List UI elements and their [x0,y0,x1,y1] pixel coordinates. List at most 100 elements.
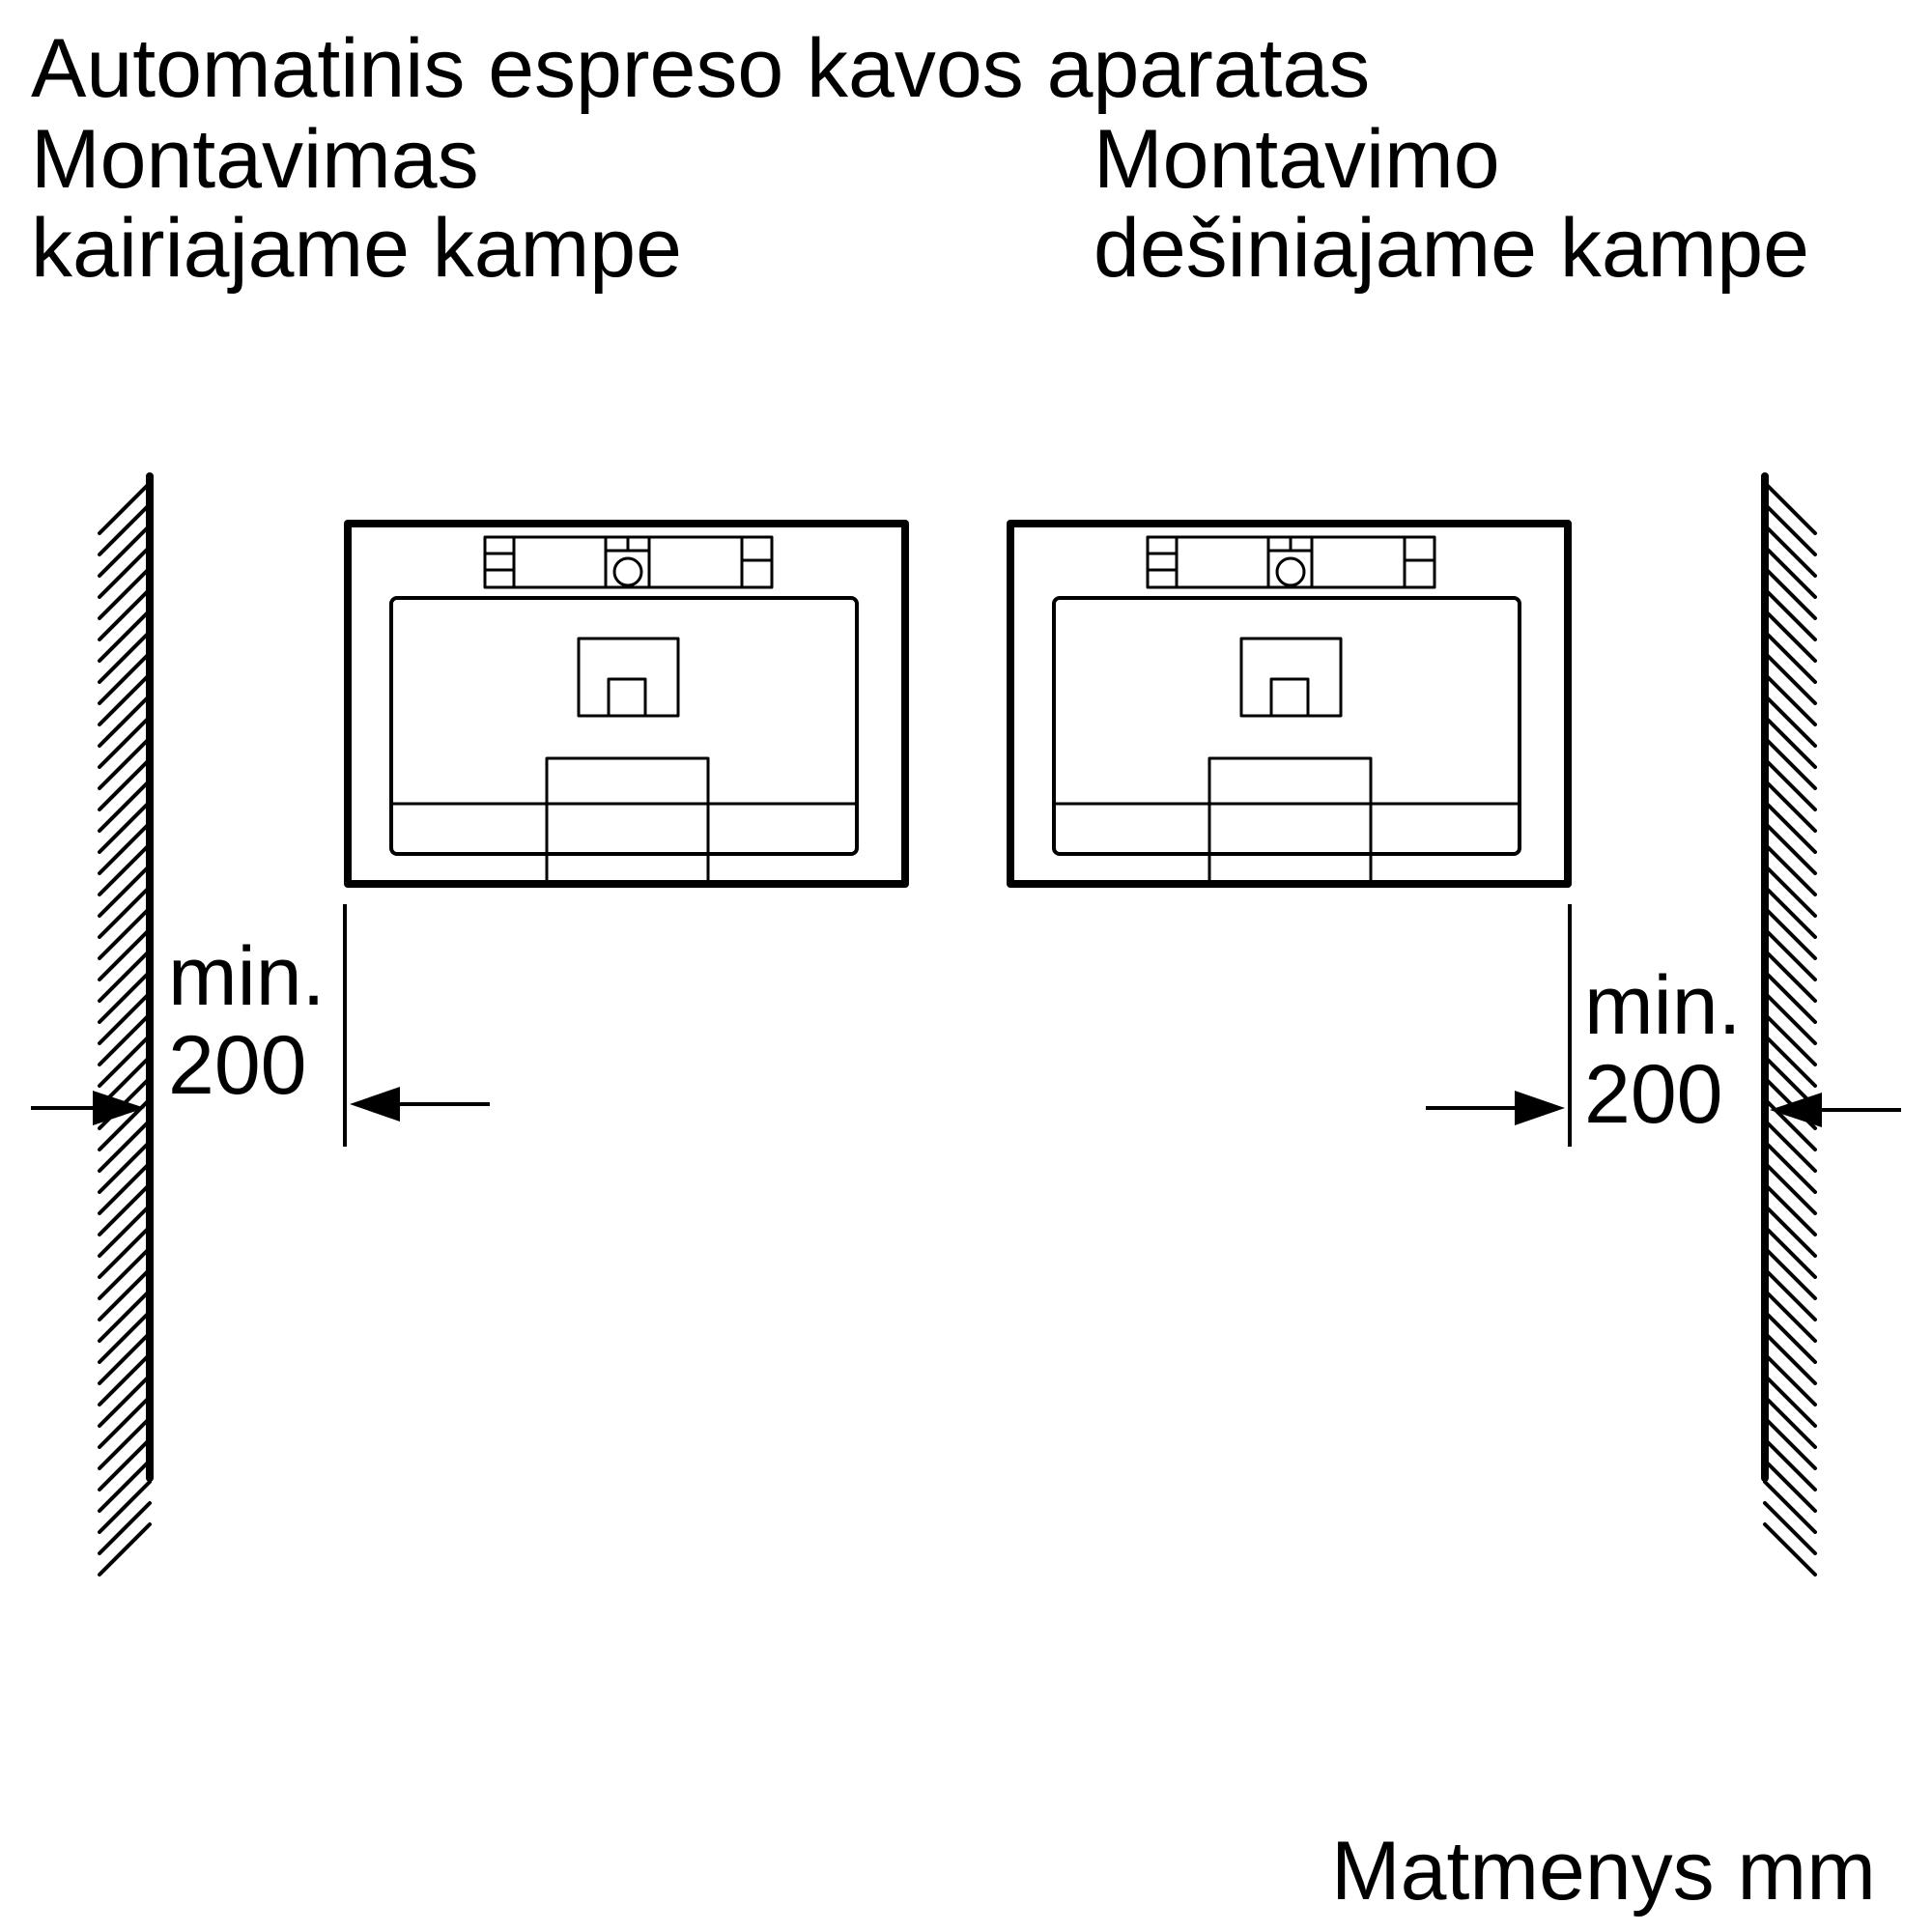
hatch-stroke [1763,481,1817,535]
right-caption-line1: Montavimo [1094,113,1500,206]
hatch-stroke [1763,1331,1817,1385]
hatch-stroke [1763,1374,1817,1428]
hatch-stroke [98,1331,152,1385]
hatch-stroke [98,1225,152,1279]
left-wall [98,472,154,1577]
hatch-stroke [98,991,152,1045]
hatch-stroke [98,906,152,960]
hatch-stroke [98,630,152,684]
right-caption-line2: dešiniajame kampe [1094,202,1809,295]
hatch-stroke [98,502,152,556]
left-appliance-arrowhead [350,1087,400,1122]
hatch-stroke [1763,1204,1817,1258]
hatch-stroke [1763,864,1817,918]
hatch-stroke [98,779,152,833]
hatch-stroke [1763,715,1817,769]
hatch-stroke [1763,1097,1817,1151]
hatch-stroke [98,651,152,705]
right-dimension-lines [1426,904,1901,1147]
hatch-stroke [98,821,152,875]
hatch-stroke [98,1416,152,1470]
units-note: Matmenys mm [1331,1825,1876,1918]
hatch-stroke [98,481,152,535]
hatch-stroke [1763,927,1817,981]
hatch-stroke [1763,524,1817,578]
hatch-stroke [1763,970,1817,1024]
hatch-stroke [98,736,152,790]
hatch-stroke [1763,587,1817,641]
hatch-stroke [98,1182,152,1236]
hatch-stroke [1763,1182,1817,1236]
hatch-stroke [98,1501,152,1555]
hatch-stroke [1763,1395,1817,1449]
hatch-stroke [98,1161,152,1215]
hatch-stroke [1763,502,1817,556]
hatch-stroke [98,1289,152,1343]
hatch-stroke [98,970,152,1024]
hatch-stroke [98,694,152,748]
hatch-stroke [1763,906,1817,960]
hatch-stroke [98,1437,152,1492]
right-wall [1761,472,1817,1577]
hatch-stroke [1763,842,1817,896]
hatch-stroke [1763,672,1817,726]
left-appliance [344,520,909,888]
right-dimension-prefix: min. [1584,959,1742,1052]
hatch-stroke [1763,1459,1817,1513]
hatch-stroke [1763,885,1817,939]
hatch-stroke [1763,736,1817,790]
left-wall-hatching [98,481,152,1577]
left-dimension-lines [31,904,490,1147]
left-wall-arrowhead [93,1091,145,1125]
hatch-stroke [1763,651,1817,705]
hatch-stroke [98,1480,152,1534]
hatch-stroke [98,864,152,918]
hatch-stroke [1763,757,1817,811]
hatch-stroke [1763,779,1817,833]
hatch-stroke [98,1034,152,1088]
hatch-stroke [98,842,152,896]
hatch-stroke [1763,800,1817,854]
hatch-stroke [1763,630,1817,684]
hatch-stroke [98,1119,152,1173]
hatch-stroke [98,1522,152,1577]
hatch-stroke [98,757,152,811]
hatch-stroke [1763,949,1817,1003]
hatch-stroke [1763,1310,1817,1364]
left-caption-line1: Montavimas [31,113,479,206]
hatch-stroke [1763,609,1817,663]
hatch-stroke [98,885,152,939]
hatch-stroke [98,1310,152,1364]
hatch-stroke [1763,1437,1817,1492]
hatch-stroke [98,1352,152,1406]
hatch-stroke [1763,991,1817,1045]
right-wall-arrowhead [1770,1093,1822,1127]
hatch-stroke [1763,694,1817,748]
hatch-stroke [98,609,152,663]
hatch-stroke [1763,1480,1817,1534]
hatch-stroke [1763,1034,1817,1088]
hatch-stroke [1763,1119,1817,1173]
hatch-stroke [98,524,152,578]
hatch-stroke [98,927,152,981]
hatch-stroke [1763,545,1817,599]
right-dimension-value: 200 [1584,1048,1723,1141]
right-appliance [1007,520,1572,888]
hatch-stroke [98,1246,152,1300]
hatch-stroke [1763,1289,1817,1343]
hatch-stroke [98,800,152,854]
hatch-stroke [1763,566,1817,620]
hatch-stroke [1763,1352,1817,1406]
hatch-stroke [1763,1522,1817,1577]
hatch-stroke [98,587,152,641]
hatch-stroke [1763,821,1817,875]
hatch-stroke [98,715,152,769]
hatch-stroke [1763,1267,1817,1321]
hatch-stroke [98,1140,152,1194]
hatch-stroke [1763,1416,1817,1470]
left-caption-line2: kairiajame kampe [31,202,682,295]
hatch-stroke [98,1374,152,1428]
hatch-stroke [98,949,152,1003]
hatch-stroke [98,545,152,599]
